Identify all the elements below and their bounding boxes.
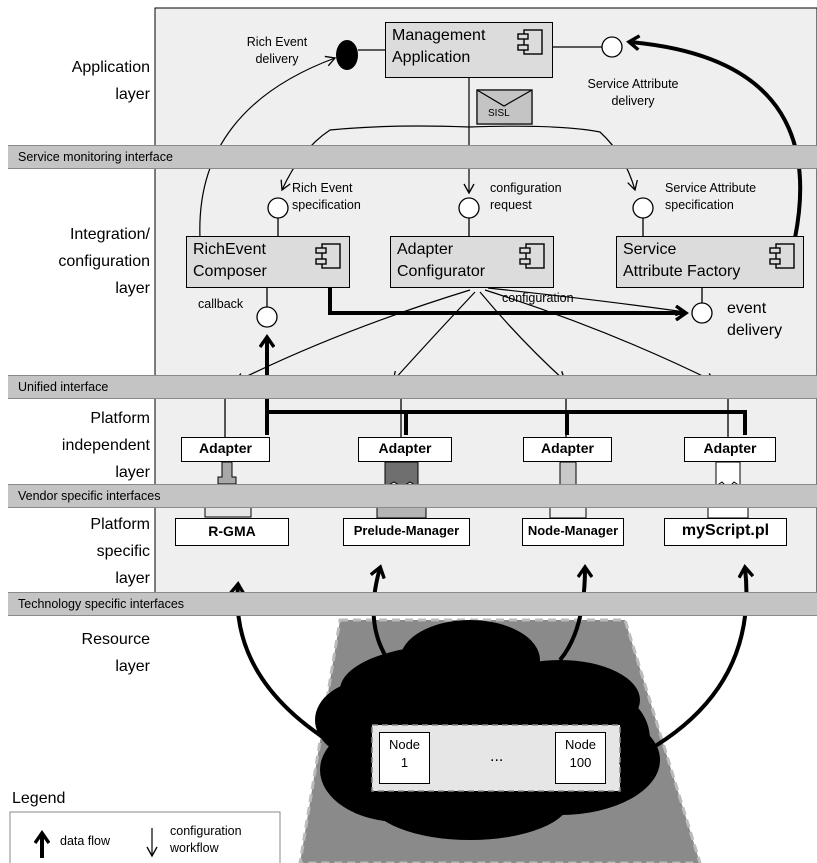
label-line: Service Attribute [665, 181, 757, 195]
adapter-box: Adapter [684, 437, 776, 462]
node-100: Node 100 [555, 732, 606, 784]
layer-label-line: layer [115, 658, 150, 675]
label-line: workflow [170, 841, 219, 855]
rich-event-delivery-port [336, 40, 358, 70]
adapter-configurator-component: Adapter Configurator [390, 236, 554, 288]
band-technology: Technology specific interfaces [8, 592, 817, 616]
event-delivery-label: event delivery [727, 298, 782, 342]
layer-label-platform-specific: Platform specific layer [40, 511, 150, 592]
layer-label-line: Application [71, 59, 150, 76]
configuration-request-label: configuration request [490, 180, 562, 214]
legend-box [9, 811, 281, 863]
node-label-line: 100 [569, 755, 592, 770]
layer-label-line: specific [96, 543, 150, 560]
management-application-component: Management Application [385, 22, 553, 78]
callback-label: callback [198, 297, 244, 311]
adapter-box: Adapter [181, 437, 270, 462]
richevent-composer-component: RichEvent Composer [186, 236, 350, 288]
label-line: delivery [255, 52, 299, 66]
label-line: request [490, 198, 532, 212]
layer-label-line: Integration/ [69, 226, 150, 243]
legend-configuration-workflow: configuration workflow [170, 823, 242, 857]
layer-label-line: Platform [90, 410, 150, 427]
adapter-box: Adapter [523, 437, 612, 462]
platform-box-prelude-manager: Prelude-Manager [343, 518, 470, 546]
label-line: Service Attribute [587, 77, 679, 91]
band-unified: Unified interface [8, 375, 817, 399]
node-label-line: 1 [400, 755, 409, 770]
sisl-label: SISL [488, 108, 510, 119]
layer-label-application: Application layer [40, 54, 150, 108]
layer-label-line: configuration [58, 253, 150, 270]
layer-label-line: layer [115, 86, 150, 103]
node-1: Node 1 [379, 732, 430, 784]
layer-label-resource: Resource layer [40, 626, 150, 680]
rich-event-spec-label: Rich Event specification [292, 180, 361, 214]
label-line: configuration [170, 824, 242, 838]
node-label-line: Node [388, 737, 421, 752]
label-line: Rich Event [292, 181, 353, 195]
legend-title: Legend [12, 790, 66, 807]
component-name-line: Management [392, 27, 486, 44]
platform-box-node-manager: Node-Manager [522, 518, 624, 546]
layer-label-line: Platform [90, 516, 150, 533]
band-service-monitoring: Service monitoring interface [8, 145, 817, 169]
rich-event-delivery-label: Rich Event delivery [232, 34, 322, 68]
layer-label-line: Resource [81, 631, 150, 648]
platform-box-myscript: myScript.pl [664, 518, 787, 546]
label-line: specification [292, 198, 361, 212]
adapter-box: Adapter [358, 437, 452, 462]
service-attribute-delivery-label: Service Attribute delivery [580, 76, 686, 110]
component-name-line: Composer [193, 263, 267, 280]
label-line: specification [665, 198, 734, 212]
layer-label-integration: Integration/ configuration layer [30, 221, 150, 302]
component-name-line: RichEvent [193, 241, 266, 258]
component-name-line: Adapter [397, 241, 454, 258]
configuration-label: configuration [502, 291, 574, 305]
layer-label-line: independent [61, 437, 150, 454]
band-vendor: Vendor specific interfaces [8, 484, 817, 508]
layer-label-line: layer [115, 570, 150, 587]
label-line: Rich Event [246, 35, 308, 49]
service-attribute-spec-label: Service Attribute specification [665, 180, 756, 214]
component-name-line: Application [392, 49, 471, 66]
legend-data-flow: data flow [60, 834, 111, 848]
label-line: configuration [490, 181, 562, 195]
layer-label-platform-independent: Platform independent layer [40, 405, 150, 486]
label-line: event [727, 300, 767, 317]
platform-box-rgma: R-GMA [175, 518, 289, 546]
node-ellipsis: ... [490, 748, 504, 765]
component-name-line: Service [623, 241, 677, 258]
layer-label-line: layer [115, 280, 150, 297]
label-line: delivery [727, 322, 783, 339]
component-name-line: Attribute Factory [623, 263, 741, 280]
node-label-line: Node [564, 737, 597, 752]
label-line: delivery [611, 94, 655, 108]
service-attribute-factory-component: Service Attribute Factory [616, 236, 804, 288]
component-name-line: Configurator [397, 263, 486, 280]
layer-label-line: layer [115, 464, 150, 481]
